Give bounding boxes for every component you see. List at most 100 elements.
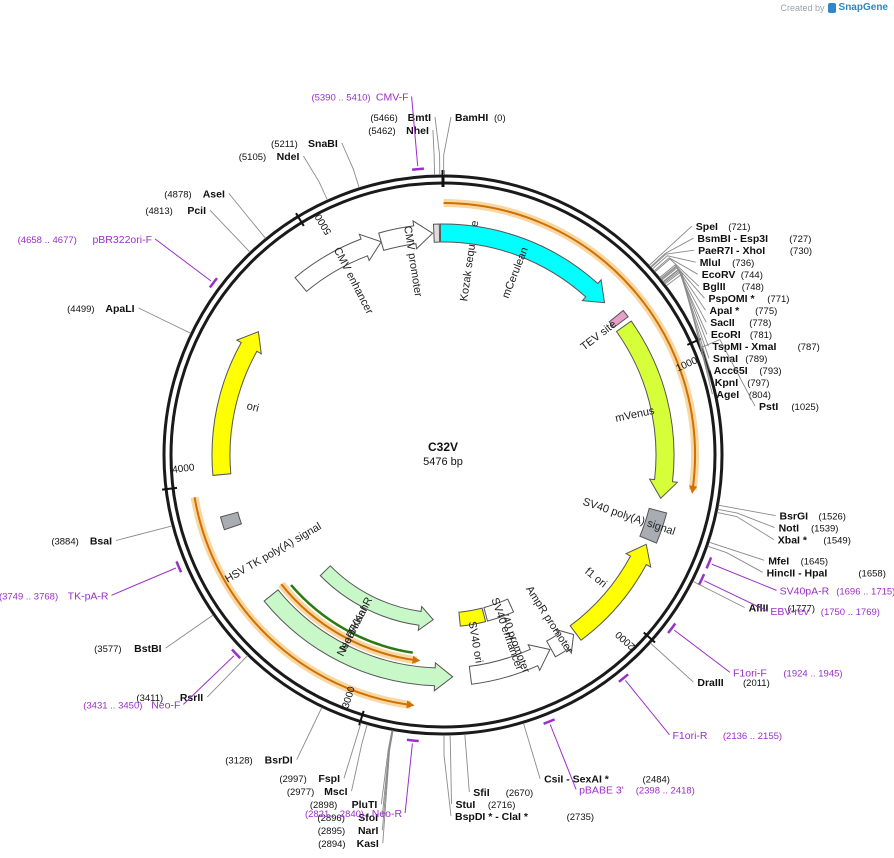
primer-label[interactable]: TK-pA-R(3749 .. 3768) <box>0 590 109 602</box>
site-leader-line <box>663 269 710 359</box>
primer-label[interactable]: F1ori-R(2136 .. 2155) <box>673 730 783 742</box>
site-label[interactable]: NarI(2895) <box>318 825 379 837</box>
site-label[interactable]: PaeR7I - XhoI(730) <box>698 245 812 257</box>
site-position: (778) <box>749 318 771 329</box>
primer-label[interactable]: F1ori-F(1924 .. 1945) <box>733 667 843 679</box>
site-name: KasI <box>357 838 379 850</box>
feature-arrow <box>211 331 262 476</box>
primer-label[interactable]: Neo-R(2821 .. 2840) <box>305 808 403 820</box>
site-label[interactable]: BstBI(3577) <box>94 643 162 655</box>
site-position: (721) <box>728 222 750 233</box>
site-label[interactable]: XbaI *(1549) <box>778 535 851 547</box>
site-name: StuI <box>456 799 476 811</box>
site-position: (1526) <box>819 512 846 523</box>
site-name: PciI <box>187 205 206 217</box>
site-leader-line <box>664 271 712 383</box>
site-label[interactable]: ApaI *(775) <box>710 305 778 317</box>
site-name: HincII - HpaI <box>767 567 828 579</box>
primer-name: CMV-F <box>376 91 409 103</box>
primer-name: pBR322ori-F <box>92 234 152 246</box>
site-label[interactable]: BmtI(5466) <box>370 112 431 124</box>
site-name: SacII <box>710 317 735 329</box>
site-label[interactable]: FspI(2997) <box>279 773 340 785</box>
site-label[interactable]: NdeI(5105) <box>239 151 300 163</box>
site-label[interactable]: SmaI(789) <box>713 353 768 365</box>
scale-tick <box>643 631 656 644</box>
site-label[interactable]: HincII - HpaI(1658) <box>767 567 886 579</box>
site-position: (787) <box>798 342 820 353</box>
site-label[interactable]: PciI(4813) <box>145 205 206 217</box>
site-label[interactable]: EcoRI(781) <box>711 329 772 341</box>
site-label[interactable]: BspDI * - ClaI *(2735) <box>455 811 594 823</box>
site-position: (3411) <box>136 693 163 704</box>
site-leader-line <box>341 142 360 188</box>
site-label[interactable]: KpnI(797) <box>715 377 770 389</box>
site-label[interactable]: NotI(1539) <box>779 523 839 535</box>
primer-leader-line <box>183 655 235 705</box>
site-label[interactable]: PspOMI *(771) <box>709 293 790 305</box>
site-name: Acc65I <box>714 365 748 377</box>
site-label[interactable]: MluI(736) <box>700 257 755 269</box>
site-label[interactable]: SpeI(721) <box>696 221 751 233</box>
primer-label[interactable]: pBABE 3'(2398 .. 2418) <box>579 785 695 797</box>
site-name: AseI <box>203 189 225 201</box>
site-label[interactable]: MfeI(1645) <box>768 555 828 567</box>
site-leader-line <box>701 339 756 407</box>
site-label[interactable]: SnaBI(5211) <box>271 138 338 150</box>
primer-label[interactable]: pBR322ori-F(4658 .. 4677) <box>18 234 152 246</box>
site-label[interactable]: EcoRV(744) <box>702 269 763 281</box>
site-label[interactable]: BsaI(3884) <box>51 536 112 548</box>
site-label[interactable]: SacII (778) <box>710 317 771 329</box>
site-label[interactable]: MscI(2977) <box>287 786 348 798</box>
primer-label[interactable]: Neo-F(3431 .. 3450) <box>83 699 180 711</box>
primer-label[interactable]: SV40pA-R(1696 .. 1715) <box>780 585 894 597</box>
feature-arrow <box>263 589 454 692</box>
primer-label[interactable]: EBV-rev(1750 .. 1769) <box>770 606 880 618</box>
site-label[interactable]: SfiI(2670) <box>473 787 533 799</box>
site-label[interactable]: KasI(2894) <box>318 838 379 850</box>
site-leader-line <box>716 511 775 540</box>
primer-name: F1ori-R <box>673 730 708 742</box>
snapgene-brand: Created by SnapGene <box>781 2 889 13</box>
feature-arrow <box>615 320 679 500</box>
site-label[interactable]: BsrDI(3128) <box>225 755 293 767</box>
site-label[interactable]: PstI(1025) <box>759 401 819 413</box>
site-label[interactable]: BglII(748) <box>703 281 764 293</box>
primer-mark <box>231 648 242 659</box>
site-label[interactable]: SfoI(2896) <box>317 812 378 824</box>
site-position: (1645) <box>801 556 828 567</box>
site-label[interactable]: TspMI - XmaI(787) <box>712 341 819 353</box>
site-label[interactable]: PluTI(2898) <box>310 799 378 811</box>
feature-label: ori <box>245 400 260 415</box>
site-label[interactable]: AseI(4878) <box>164 189 225 201</box>
site-label[interactable]: BamHI(0) <box>455 112 506 124</box>
site-position: (797) <box>747 378 769 389</box>
site-name: NdeI <box>277 151 300 163</box>
site-label[interactable]: NheI(5462) <box>368 125 429 137</box>
feature-label: HSV TK poly(A) signal <box>223 521 324 586</box>
site-label[interactable]: AflII(1777) <box>749 603 815 615</box>
primer-label[interactable]: CMV-F(5390 .. 5410) <box>311 91 408 103</box>
feature-label: SV40 ori <box>466 620 485 664</box>
primer-range: (2821 .. 2840) <box>305 809 364 820</box>
site-position: (2898) <box>310 800 337 811</box>
site-label[interactable]: RsrII(3411) <box>136 692 203 704</box>
site-label[interactable]: DraIII(2011) <box>697 677 769 689</box>
site-name: BsmBI - Esp3I <box>697 233 768 245</box>
site-label[interactable]: StuI(2716) <box>456 799 516 811</box>
feature-label: TEV site <box>578 318 618 353</box>
site-label[interactable]: CsiI - SexAI *(2484) <box>544 774 670 786</box>
site-position: (3884) <box>51 537 78 548</box>
site-position: (2011) <box>743 678 770 689</box>
primer-mark <box>411 167 424 171</box>
site-name: EcoRI <box>711 329 741 341</box>
site-name: BsrGI <box>780 511 809 523</box>
site-leader-line <box>653 257 698 275</box>
site-label[interactable]: ApaLI(4499) <box>67 303 135 315</box>
site-label[interactable]: BsrGI (1526) <box>780 511 846 523</box>
site-label[interactable]: AgeI(804) <box>716 389 771 401</box>
site-name: SnaBI <box>308 138 338 150</box>
site-label[interactable]: Acc65I(793) <box>714 365 782 377</box>
site-label[interactable]: BsmBI - Esp3I(727) <box>697 233 811 245</box>
